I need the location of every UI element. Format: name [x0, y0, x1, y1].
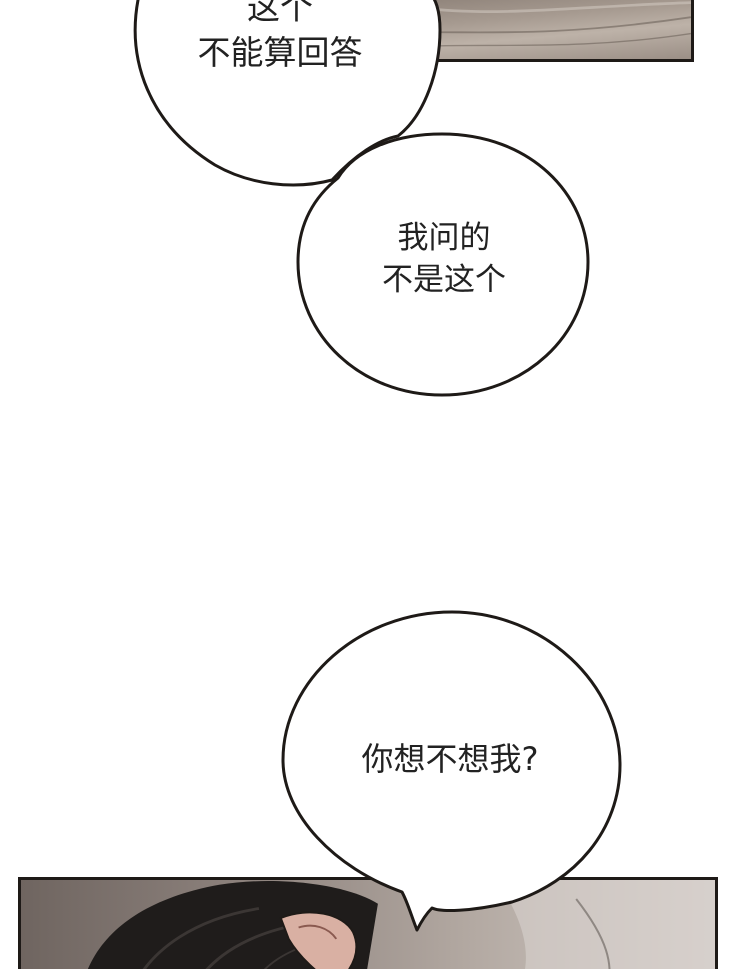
speech-line: 不能算回答: [197, 32, 363, 72]
speech-bubble-3-text: 你想不想我?: [300, 738, 600, 781]
speech-bubble-3: [281, 610, 622, 932]
speech-line: 这个: [247, 0, 313, 27]
speech-bubble-2: [296, 132, 590, 397]
speech-line: 你想不想我?: [361, 740, 539, 778]
speech-line: 不是这个: [382, 261, 506, 298]
speech-line: 我问的: [397, 220, 491, 256]
speech-bubble-1-text: 这个 不能算回答: [160, 0, 400, 75]
speech-bubble-2-text: 我问的 不是这个: [322, 218, 566, 302]
character-hair-art: [88, 880, 715, 969]
